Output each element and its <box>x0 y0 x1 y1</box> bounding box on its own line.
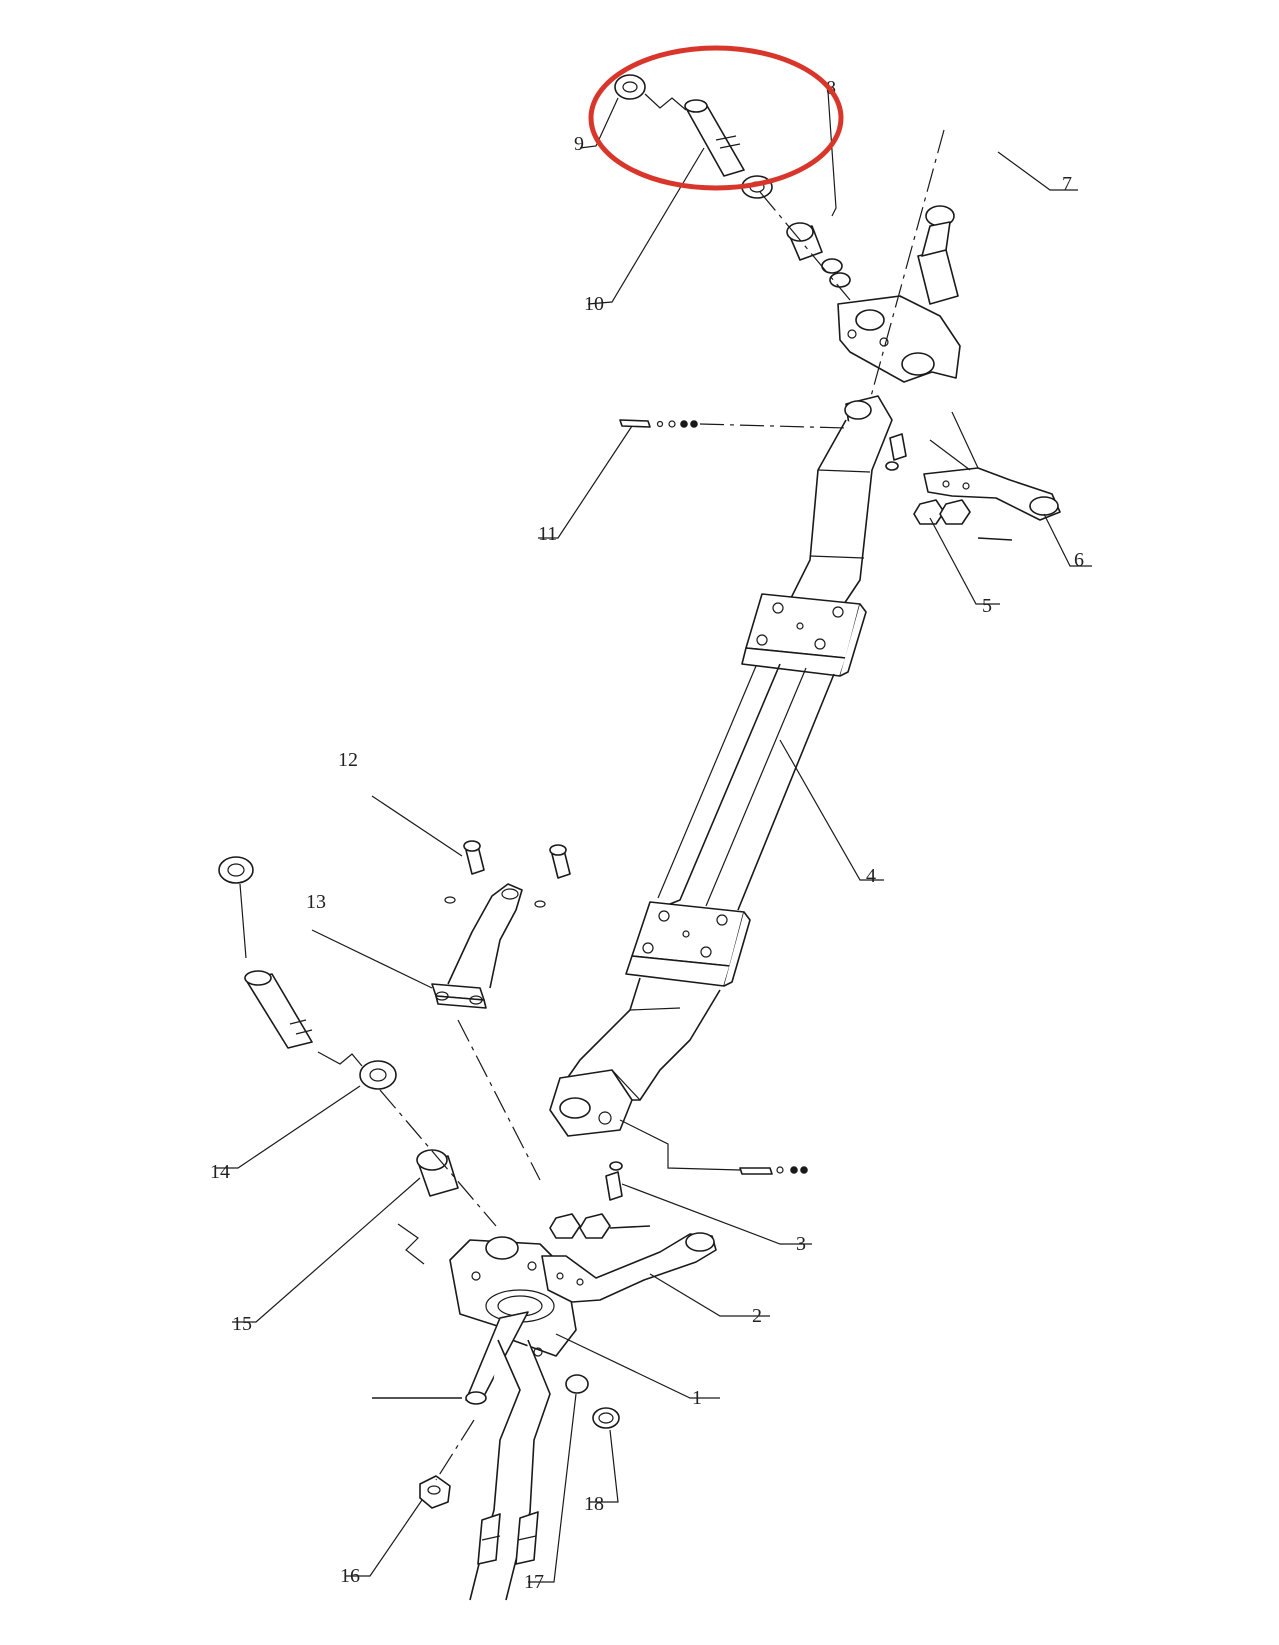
highlight-circle <box>588 45 844 191</box>
callout-7: 7 <box>1062 173 1072 195</box>
callout-16: 16 <box>340 1565 360 1587</box>
callout-13: 13 <box>306 891 326 913</box>
callout-5: 5 <box>982 595 992 617</box>
upper-centerlines <box>759 129 945 401</box>
leader-lines <box>216 91 1092 1583</box>
callout-3: 3 <box>796 1233 806 1255</box>
callout-10: 10 <box>584 293 604 315</box>
axle-beam <box>549 395 893 1137</box>
lower-centerlines <box>379 1019 541 1481</box>
callout-12: 12 <box>338 749 358 771</box>
callout-17: 17 <box>524 1571 544 1593</box>
tie-pin-11 <box>619 419 847 429</box>
callout-1: 1 <box>692 1387 702 1409</box>
callout-18: 18 <box>584 1493 604 1515</box>
callout-11: 11 <box>538 523 557 545</box>
callout-4: 4 <box>866 865 876 887</box>
callout-14: 14 <box>210 1161 230 1183</box>
callout-6: 6 <box>1074 549 1084 571</box>
callout-15: 15 <box>232 1313 252 1335</box>
lower-steering-knuckle <box>218 840 808 1601</box>
callout-2: 2 <box>752 1305 762 1327</box>
callout-9: 9 <box>574 133 584 155</box>
callout-labels: 1 2 3 4 5 6 7 8 9 10 11 12 13 14 15 16 1… <box>210 77 1084 1593</box>
